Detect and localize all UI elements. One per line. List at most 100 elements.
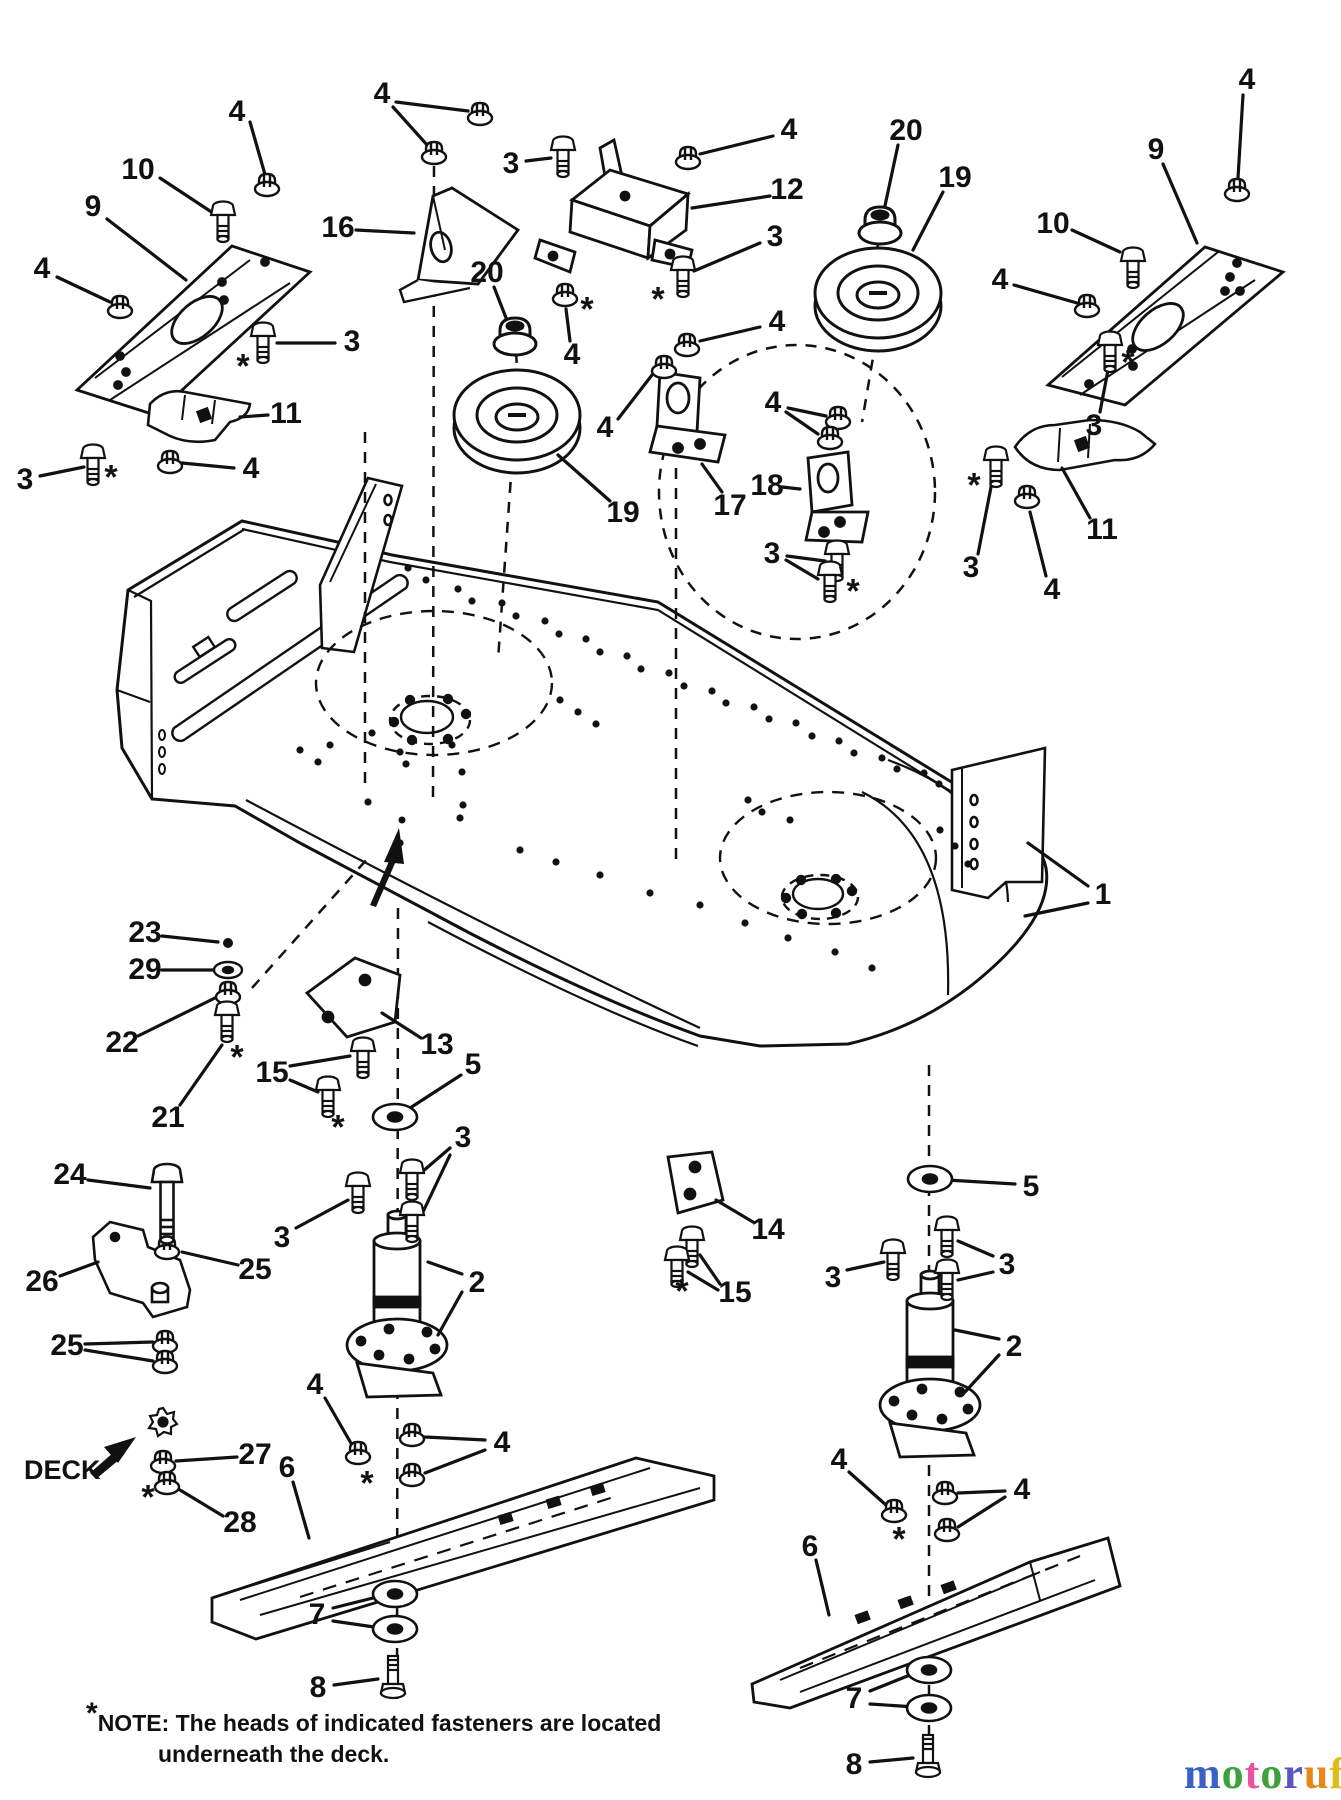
spindle-left xyxy=(345,1209,449,1399)
bracket-26 xyxy=(91,1220,192,1319)
callout-9: 9 xyxy=(1147,133,1165,166)
watermark-letter: o xyxy=(1221,1749,1245,1798)
spindle-right xyxy=(878,1269,982,1459)
deck-bracket-right xyxy=(950,746,1047,900)
callout-19: 19 xyxy=(606,496,640,529)
nut-fastener xyxy=(931,1480,959,1506)
asterisk-marker: * xyxy=(230,1038,244,1077)
watermark-logo: motoruf.de xyxy=(1184,1748,1341,1799)
watermark-letter: o xyxy=(1260,1749,1284,1798)
watermark-letter: r xyxy=(1283,1749,1304,1798)
callout-25: 25 xyxy=(50,1329,84,1362)
nut-fastener xyxy=(151,1349,179,1375)
washersm-fastener xyxy=(212,960,244,980)
nut-fastener xyxy=(1073,293,1101,319)
callout-23: 23 xyxy=(128,916,162,949)
callout-3: 3 xyxy=(16,463,34,496)
bolt-fastener xyxy=(79,443,107,487)
bolt-fastener xyxy=(879,1238,907,1282)
washer-fastener xyxy=(905,1693,953,1723)
deck-location-arrow xyxy=(370,816,406,907)
callout-21: 21 xyxy=(151,1101,185,1134)
nut-fastener xyxy=(824,405,852,431)
asterisk-marker: * xyxy=(104,458,118,497)
callout-24: 24 xyxy=(53,1158,87,1191)
callout-4: 4 xyxy=(228,95,246,128)
nut-fastener xyxy=(156,449,184,475)
nut-fastener xyxy=(650,354,678,380)
asterisk-marker: * xyxy=(331,1108,345,1147)
nut-fastener xyxy=(398,1462,426,1488)
callout-16: 16 xyxy=(321,211,355,244)
callout-13: 13 xyxy=(420,1028,454,1061)
callout-20: 20 xyxy=(889,114,923,147)
nut-fastener xyxy=(1013,484,1041,510)
callout-3: 3 xyxy=(824,1261,842,1294)
nut-fastener xyxy=(1223,177,1251,203)
callout-28: 28 xyxy=(223,1506,257,1539)
bracket-12 xyxy=(533,137,694,274)
bolt-fastener xyxy=(1119,246,1147,290)
washer-fastener xyxy=(905,1655,953,1685)
nut-fastener xyxy=(816,425,844,451)
callout-15: 15 xyxy=(718,1276,752,1309)
nut-fastener xyxy=(466,101,494,127)
callout-8: 8 xyxy=(309,1671,327,1704)
callout-4: 4 xyxy=(768,305,786,338)
deck-chamber-right xyxy=(718,790,938,926)
bracket-18 xyxy=(804,450,870,544)
bigbolt-fastener xyxy=(150,1162,184,1245)
asterisk-marker: * xyxy=(141,1478,155,1517)
bolt-fastener xyxy=(398,1158,426,1202)
callout-4: 4 xyxy=(306,1368,324,1401)
nut-fastener xyxy=(151,1329,179,1355)
nut-fastener xyxy=(398,1422,426,1448)
footnote: *NOTE: The heads of indicated fasteners … xyxy=(86,1694,786,1770)
nut-fastener xyxy=(344,1440,372,1466)
callout-3: 3 xyxy=(502,147,520,180)
asterisk-marker: * xyxy=(846,572,860,611)
asterisk-marker: * xyxy=(1121,343,1135,382)
nut-fastener xyxy=(420,140,448,166)
callout-4: 4 xyxy=(764,386,782,419)
bolt-fastener xyxy=(669,255,697,299)
hexnut-fastener xyxy=(857,205,903,246)
asterisk-marker: * xyxy=(236,347,250,386)
callout-17: 17 xyxy=(713,489,747,522)
asterisk-marker: * xyxy=(360,1464,374,1503)
bolt-fastener xyxy=(982,445,1010,489)
deck-pointer-arrow xyxy=(90,1437,136,1479)
blade-right-top xyxy=(1045,245,1286,407)
bolt-fastener xyxy=(344,1171,372,1215)
dotp-fastener xyxy=(223,938,233,948)
nut-fastener xyxy=(673,332,701,358)
callout-15: 15 xyxy=(255,1056,289,1089)
blade-bottom-left xyxy=(210,1456,716,1641)
nut-fastener xyxy=(880,1498,908,1524)
callout-4: 4 xyxy=(1013,1473,1031,1506)
washer-fastener xyxy=(371,1102,419,1132)
callout-11: 11 xyxy=(270,397,302,430)
callout-2: 2 xyxy=(1005,1330,1023,1363)
callout-3: 3 xyxy=(1085,409,1103,442)
callout-7: 7 xyxy=(845,1682,863,1715)
deck-text-label: DECK xyxy=(24,1455,101,1485)
bracket-17 xyxy=(648,370,727,464)
plate-14 xyxy=(666,1150,725,1215)
deck-bracket-left xyxy=(318,476,404,654)
callout-25: 25 xyxy=(238,1253,272,1286)
callout-1: 1 xyxy=(1094,878,1112,911)
bolt-fastener xyxy=(209,200,237,244)
guard-right xyxy=(1013,418,1157,472)
callout-3: 3 xyxy=(454,1121,472,1154)
callout-19: 19 xyxy=(938,161,972,194)
callout-10: 10 xyxy=(121,153,155,186)
washer-fastener xyxy=(371,1579,419,1609)
asterisk-marker: * xyxy=(892,1520,906,1559)
callout-9: 9 xyxy=(84,190,102,223)
callout-3: 3 xyxy=(962,551,980,584)
callout-3: 3 xyxy=(763,537,781,570)
callout-6: 6 xyxy=(278,1451,296,1484)
footnote-line1: NOTE: The heads of indicated fasteners a… xyxy=(97,1710,662,1736)
boltup-fastener xyxy=(379,1654,407,1700)
